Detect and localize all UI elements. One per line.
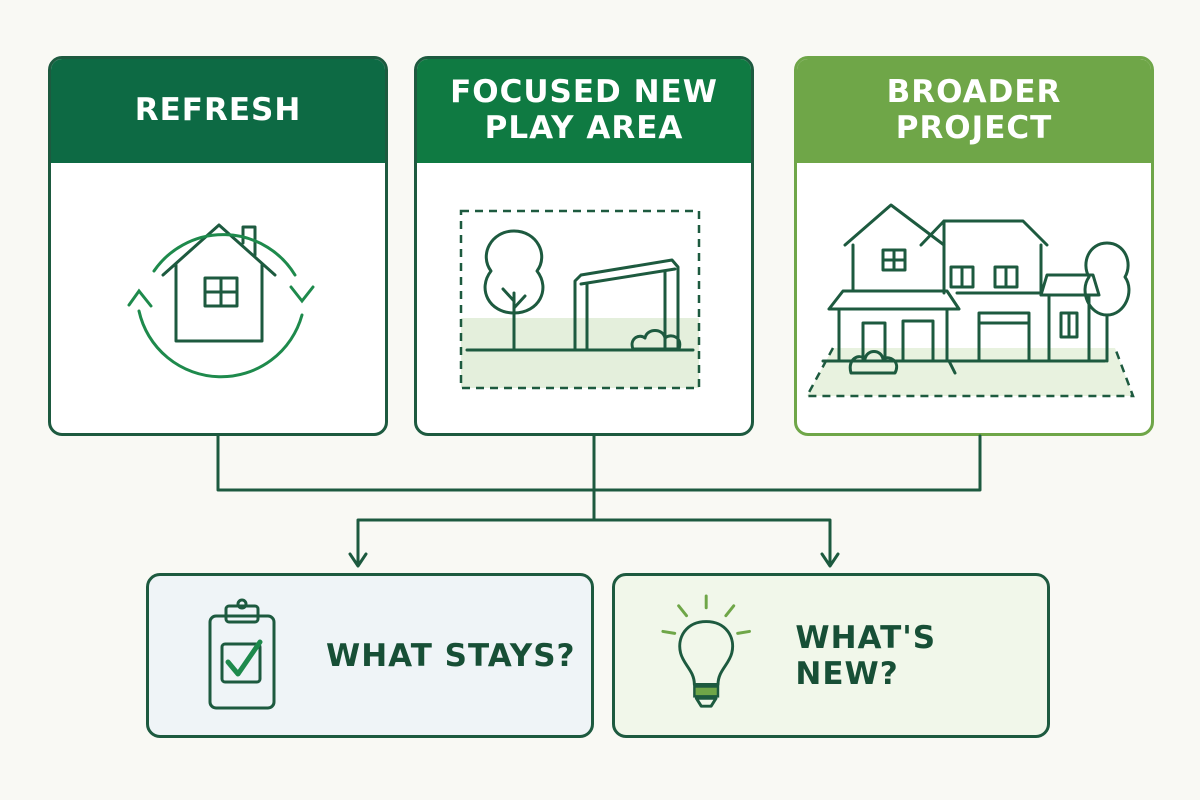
what-stays-label: WHAT STAYS? [326, 637, 576, 674]
play-area-icon [459, 209, 701, 390]
broader-project-title: BROADER PROJECT [797, 59, 1151, 163]
house-yard-icon [804, 203, 1135, 398]
refresh-title: REFRESH [51, 59, 385, 163]
play-area-card: FOCUSED NEW PLAY AREA [414, 56, 754, 436]
lightbulb-icon [661, 594, 751, 708]
refresh-card: REFRESH [48, 56, 388, 436]
play-area-title: FOCUSED NEW PLAY AREA [417, 59, 751, 163]
house-refresh-icon [127, 223, 315, 379]
clipboard-check-icon [208, 598, 276, 709]
whats-new-box: WHAT'S NEW? [612, 573, 1050, 738]
what-stays-box: WHAT STAYS? [146, 573, 594, 738]
whats-new-label: WHAT'S NEW? [795, 619, 937, 692]
broader-project-card: BROADER PROJECT [794, 56, 1154, 436]
